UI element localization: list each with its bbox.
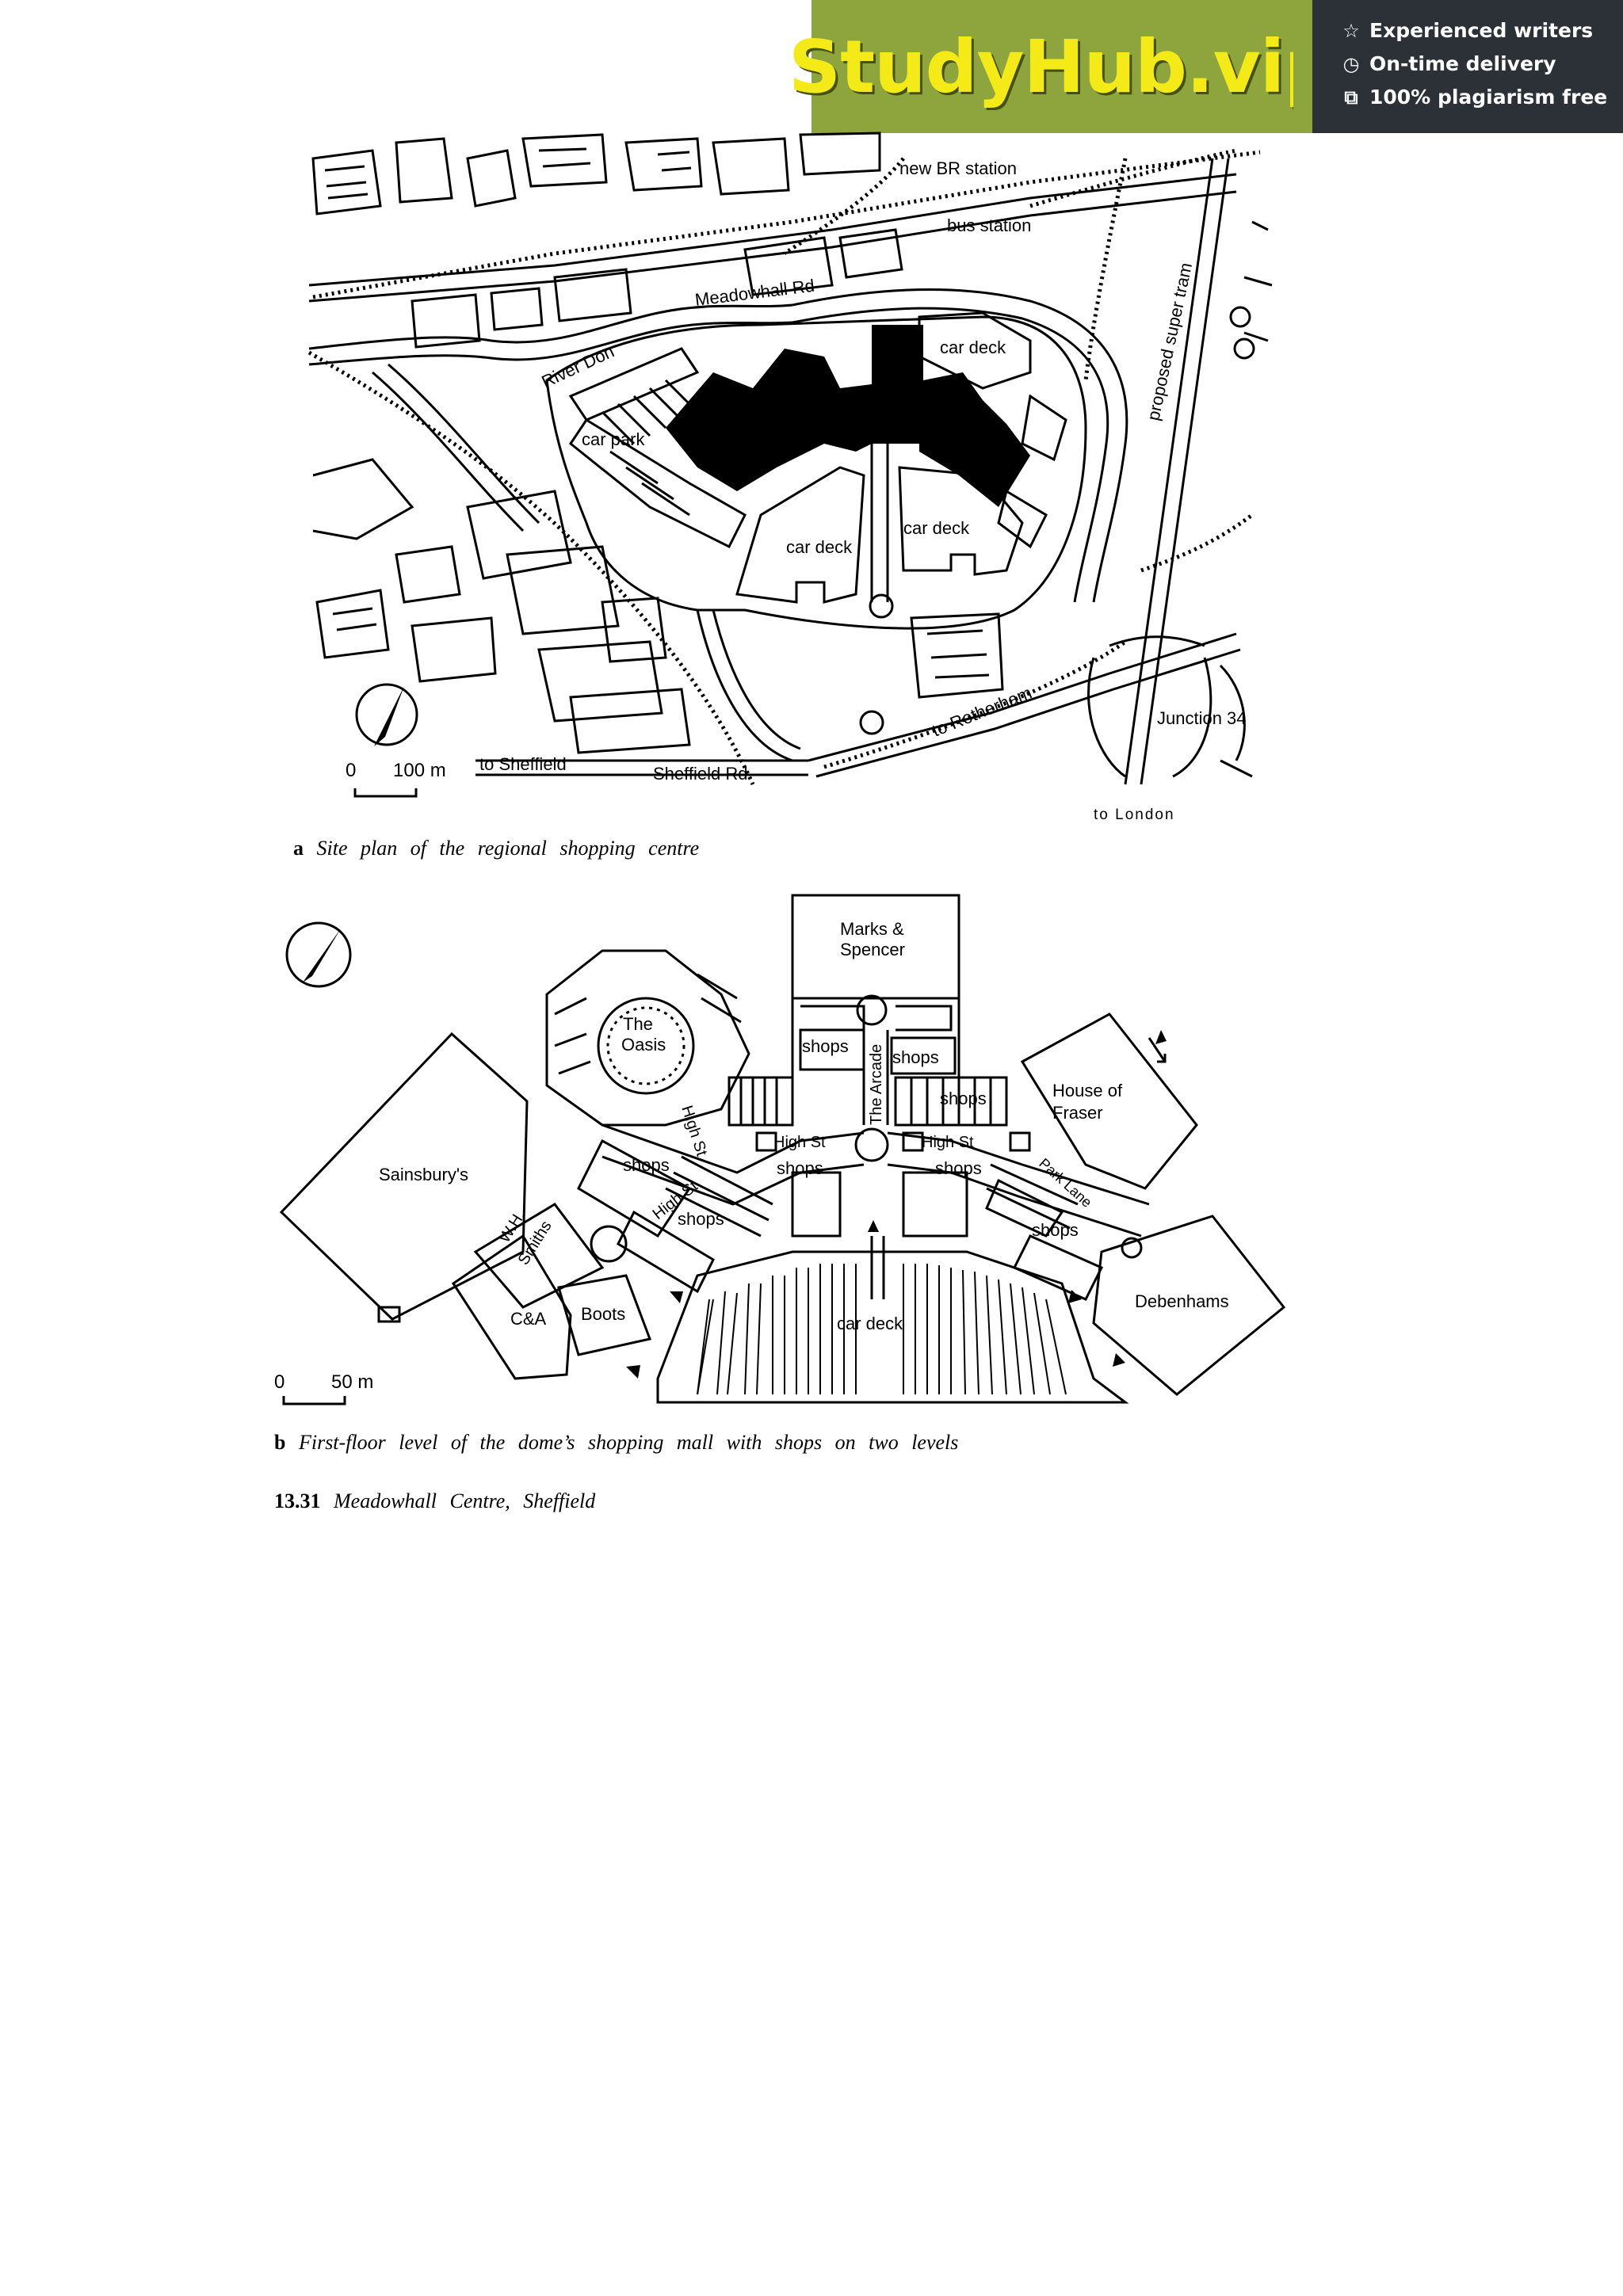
feature-label: On-time delivery: [1369, 52, 1556, 75]
label-shops-arcade-left: shops: [802, 1036, 849, 1056]
label-house-of-fraser-1: House of: [1052, 1081, 1123, 1100]
label-shops-east-lower: shops: [1032, 1220, 1079, 1240]
label-car-park: car park: [582, 429, 645, 449]
scale-value-a: 100 m: [393, 760, 446, 781]
feature-experienced-writers: ☆ Experienced writers: [1341, 19, 1593, 42]
label-new-br-station: new BR station: [899, 158, 1017, 178]
copy-check-icon: ⧉: [1344, 86, 1358, 109]
label-car-deck-west: car deck: [786, 537, 853, 557]
label-c-and-a: C&A: [510, 1309, 547, 1329]
meadowhall-building: [666, 325, 1030, 507]
figure-caption: 13.31 Meadowhall Centre, Sheffield: [274, 1489, 595, 1513]
label-shops-west-lower: shops: [678, 1209, 724, 1229]
north-arrow-icon: [355, 683, 418, 746]
label-house-of-fraser-2: Fraser: [1052, 1103, 1103, 1123]
feature-on-time-delivery: ◷ On-time delivery: [1341, 52, 1556, 75]
label-car-deck-north: car deck: [940, 338, 1006, 357]
floor-plan: Marks & Spencer The Oasis shops shops Th…: [274, 894, 1286, 1405]
label-sheffield-rd: Sheffield Rd: [653, 764, 747, 784]
label-bus-station: bus station: [947, 215, 1031, 235]
label-shops-east-upper: shops: [940, 1089, 987, 1108]
scale-zero-b: 0: [274, 1371, 285, 1393]
north-arrow-icon: [285, 921, 352, 988]
caption-a-text: Site plan of the regional shopping centr…: [316, 837, 700, 860]
label-car-deck: car deck: [837, 1314, 903, 1333]
feature-plagiarism-free: ⧉ 100% plagiarism free: [1341, 86, 1607, 109]
caption-b: b First-floor level of the dome’s shoppi…: [274, 1431, 958, 1455]
figure-number: 13.31: [274, 1489, 321, 1512]
caption-b-letter: b: [274, 1431, 286, 1454]
label-sainsburys: Sainsbury's: [379, 1165, 468, 1184]
studyhub-logo[interactable]: StudyHub.vip: [788, 24, 1336, 109]
label-to-london: to London: [1094, 807, 1175, 823]
caption-a: a Site plan of the regional shopping cen…: [293, 837, 699, 860]
figure-title: Meadowhall Centre, Sheffield: [334, 1489, 596, 1512]
label-shops-centre-left: shops: [777, 1158, 823, 1178]
label-to-sheffield: to Sheffield: [479, 754, 567, 774]
scale-value-b: 50 m: [331, 1371, 373, 1393]
feature-label: 100% plagiarism free: [1369, 86, 1608, 109]
label-shops-west: shops: [623, 1155, 670, 1175]
label-shops-centre-right: shops: [935, 1158, 982, 1178]
feature-label: Experienced writers: [1369, 19, 1594, 42]
studyhub-banner[interactable]: StudyHub.vip ☆ Experienced writers ◷ On-…: [789, 0, 1623, 133]
label-debenhams: Debenhams: [1135, 1291, 1229, 1311]
label-the-arcade: The Arcade: [868, 1044, 885, 1125]
label-river-don: River Don: [539, 341, 617, 392]
clock-icon: ◷: [1342, 52, 1360, 75]
banner-features-panel: [1312, 0, 1623, 133]
caption-a-letter: a: [293, 837, 304, 860]
label-the-oasis-2: Oasis: [621, 1035, 666, 1055]
label-boots: Boots: [581, 1304, 625, 1324]
label-the-oasis-1: The: [623, 1014, 653, 1034]
label-high-st-diag: High St: [678, 1104, 710, 1159]
scale-zero-a: 0: [346, 760, 356, 781]
label-marks-spencer-1: Marks &: [840, 919, 904, 939]
label-high-st-left: High St: [773, 1134, 826, 1151]
star-icon: ☆: [1342, 19, 1360, 42]
caption-b-text: First-floor level of the dome’s shopping…: [298, 1431, 959, 1454]
label-car-deck-east: car deck: [903, 518, 970, 538]
banner-logo-area[interactable]: StudyHub.vip: [789, 0, 1336, 133]
label-high-st-right: High St: [922, 1134, 974, 1151]
entrance-arrows: [626, 1030, 1167, 1379]
label-shops-arcade-right: shops: [892, 1047, 939, 1067]
label-marks-spencer-2: Spencer: [840, 940, 905, 959]
site-plan-map: new BR station bus station Meadowhall Rd…: [307, 132, 1273, 823]
label-junction-34: Junction 34: [1157, 708, 1247, 728]
